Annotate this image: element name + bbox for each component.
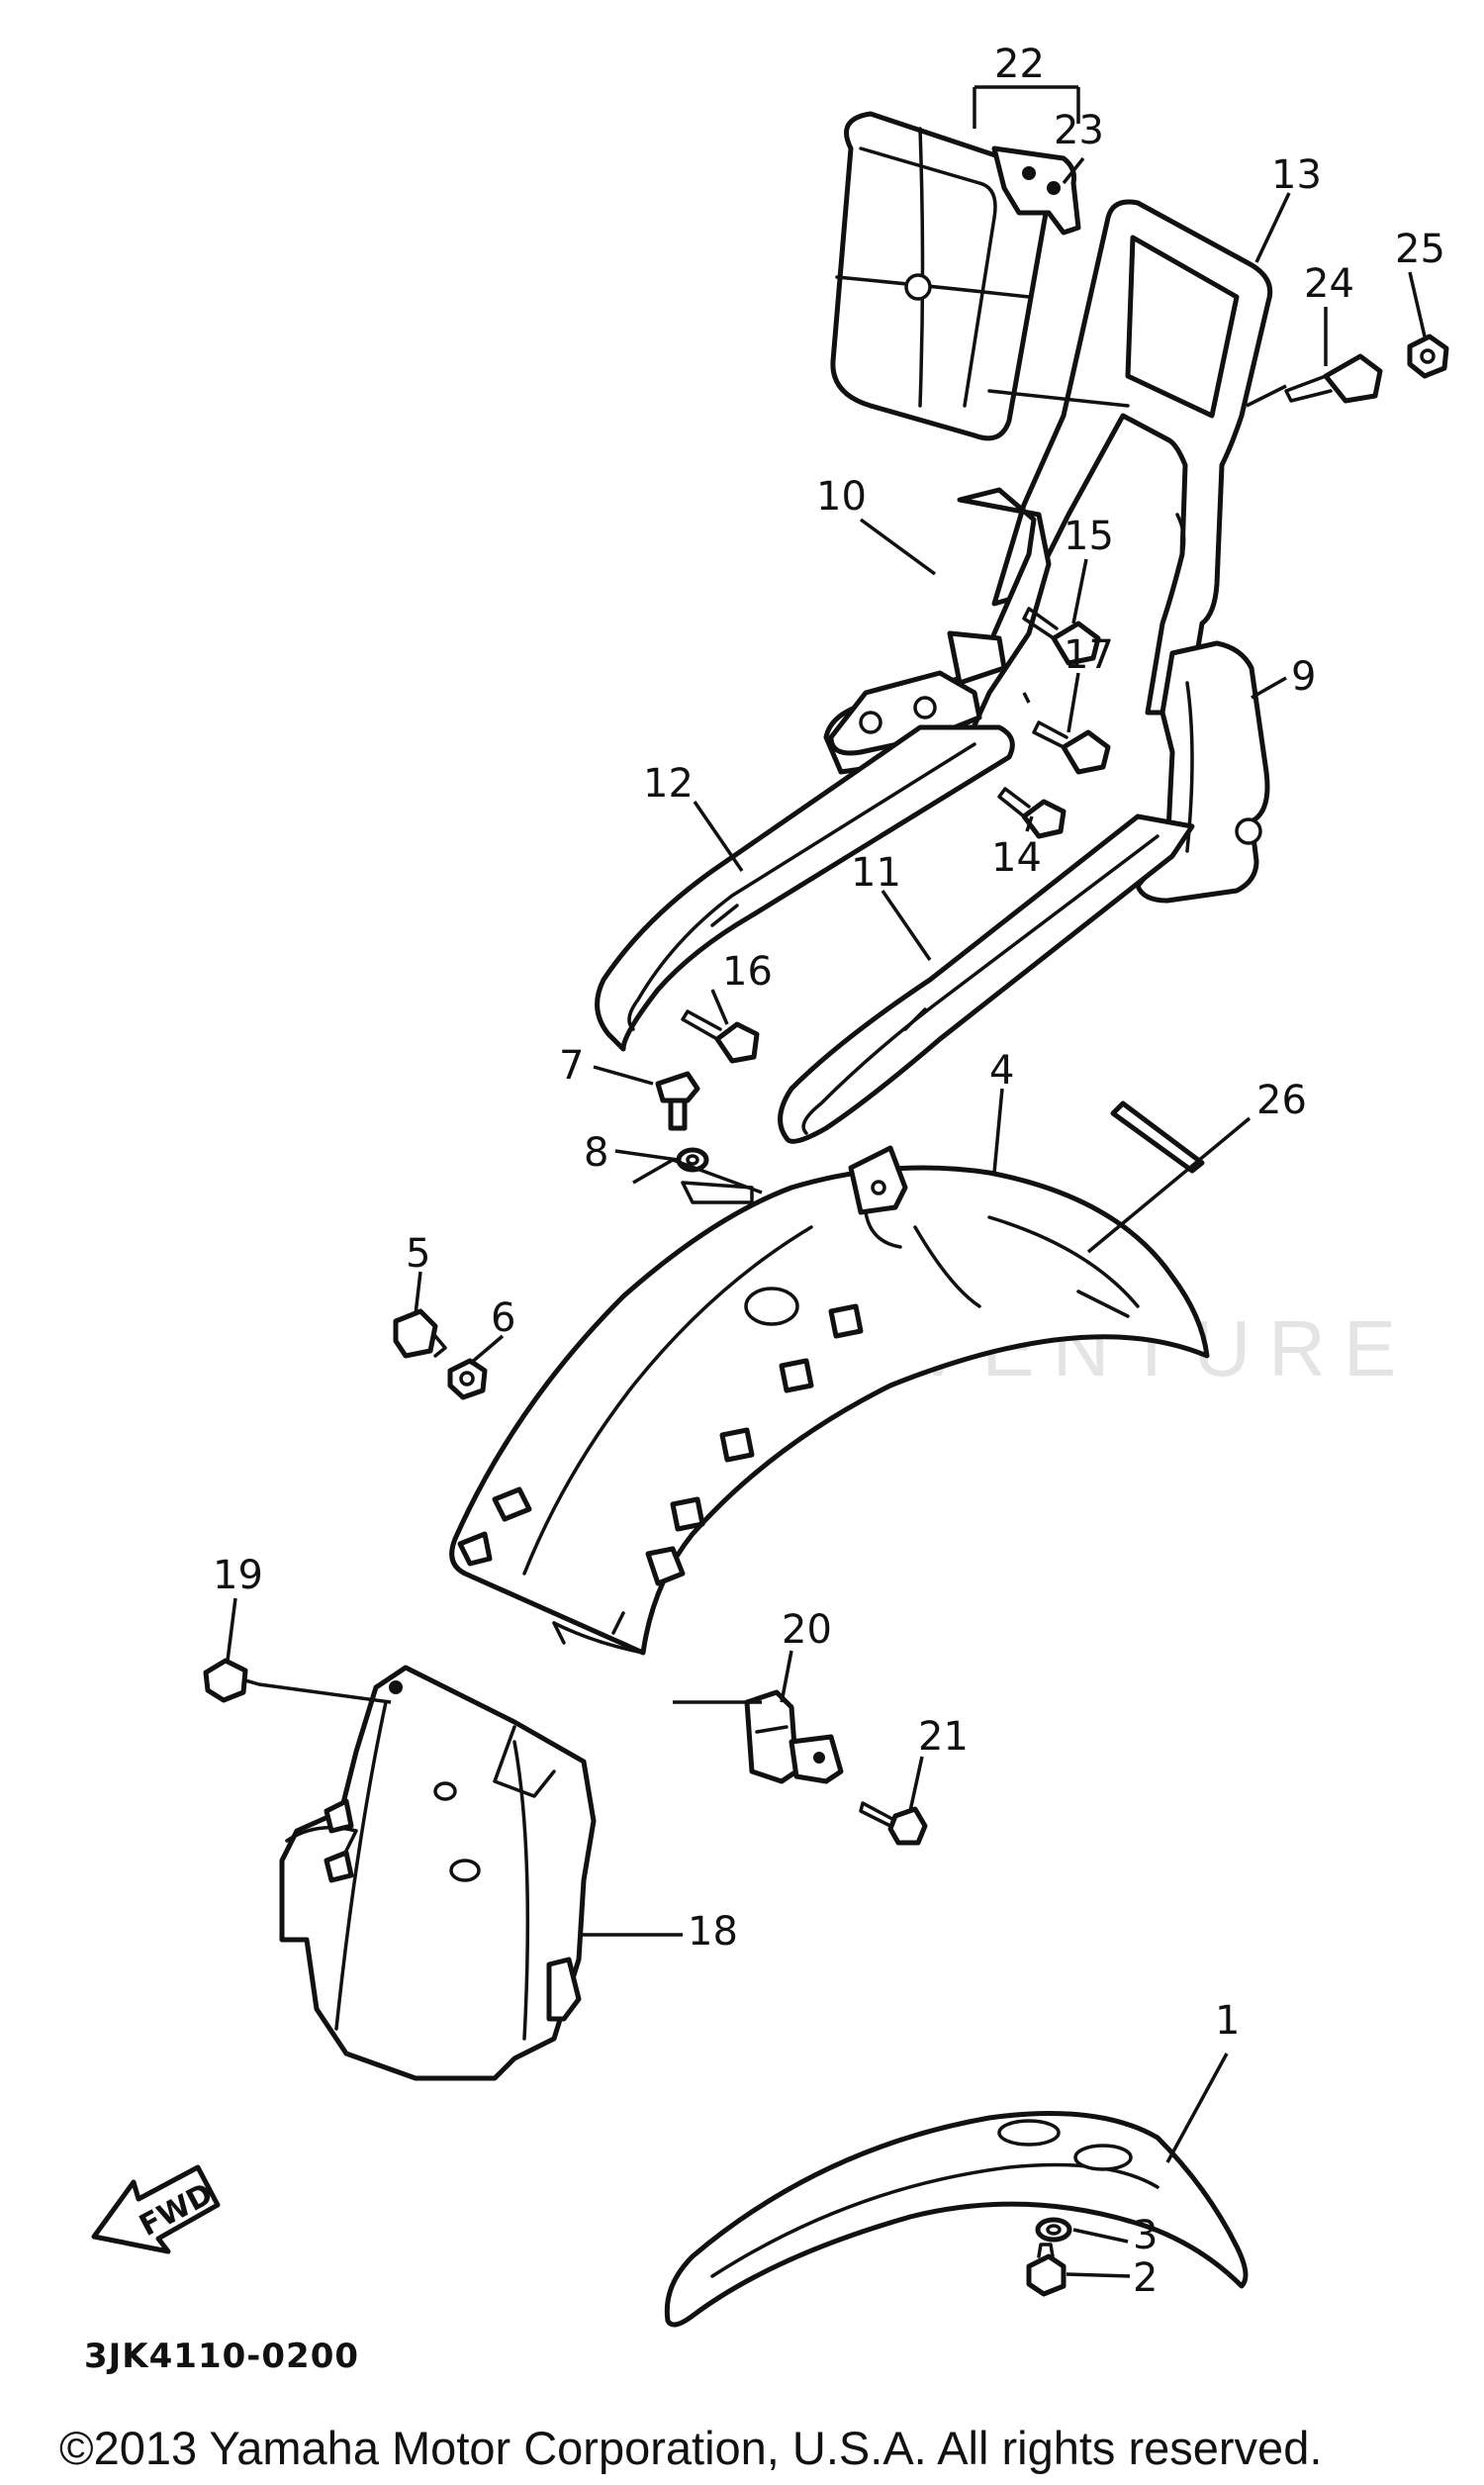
copyright-text: ©2013 Yamaha Motor Corporation, U.S.A. A…	[59, 2422, 1322, 2474]
callout-13: 13	[1271, 152, 1322, 198]
part-26-strip[interactable]	[1110, 1100, 1205, 1174]
callout-25: 25	[1395, 227, 1445, 272]
callout-12: 12	[643, 761, 694, 807]
callout-17: 17	[1064, 632, 1114, 678]
fwd-arrow-icon: FWD	[91, 2164, 221, 2254]
callout-8: 8	[584, 1130, 608, 1176]
part-3-washer[interactable]	[1035, 2217, 1072, 2243]
part-15-bolt[interactable]	[1022, 607, 1101, 666]
callout-6: 6	[491, 1295, 515, 1341]
part-17-bolt[interactable]	[1032, 720, 1111, 775]
part-4-rear-fender[interactable]	[449, 1145, 1210, 1656]
part-24-bolt[interactable]	[1284, 353, 1383, 404]
callout-4: 4	[989, 1048, 1014, 1094]
part-13-backrest-frame[interactable]	[991, 199, 1273, 716]
part-21-screw[interactable]	[859, 1801, 928, 1846]
part-5-bolt[interactable]	[393, 1308, 447, 1359]
callout-3: 3	[1133, 2213, 1158, 2258]
part-6-nut[interactable]	[447, 1358, 488, 1400]
callout-9: 9	[1291, 654, 1316, 700]
part-10-bracket[interactable]	[823, 487, 1052, 775]
callout-5: 5	[406, 1231, 430, 1277]
callout-21: 21	[918, 1714, 969, 1760]
callout-11: 11	[851, 850, 901, 896]
part-22-backrest-pad[interactable]	[830, 111, 1050, 441]
part-18-mudflap[interactable]	[279, 1665, 597, 2081]
diagram-code: 3JK4110-0200	[84, 2337, 359, 2376]
part-14-bolt[interactable]	[997, 787, 1067, 839]
callout-19: 19	[213, 1553, 263, 1598]
part-12-left-rail[interactable]	[595, 724, 1015, 1052]
part-1-front-fender[interactable]	[664, 2111, 1249, 2328]
part-7-bolt[interactable]	[655, 1071, 700, 1131]
callout-labels: 1 2 3 4 5 6 7 8 9 10 11 12 13 14 15 16 1…	[213, 42, 1445, 2301]
leader-lines	[226, 85, 1427, 2278]
callout-22: 22	[994, 42, 1045, 87]
part-25-nut[interactable]	[1407, 334, 1449, 379]
callout-2: 2	[1133, 2255, 1158, 2301]
part-11-right-rail[interactable]	[778, 813, 1195, 1144]
callout-15: 15	[1064, 514, 1114, 559]
callout-16: 16	[722, 949, 773, 995]
part-23-backrest-plate[interactable]	[991, 145, 1081, 236]
callout-7: 7	[559, 1043, 584, 1089]
part-2-bolt[interactable]	[1026, 2243, 1067, 2297]
part-16-bolt[interactable]	[681, 1009, 760, 1064]
callout-10: 10	[816, 474, 867, 520]
callout-20: 20	[782, 1607, 832, 1653]
callout-23: 23	[1054, 108, 1104, 153]
callout-1: 1	[1215, 1998, 1240, 2044]
part-20-reflector-bracket[interactable]	[744, 1689, 844, 1784]
callout-18: 18	[688, 1909, 738, 1955]
callout-14: 14	[991, 835, 1042, 881]
callout-24: 24	[1304, 261, 1354, 307]
callout-26: 26	[1256, 1078, 1307, 1123]
part-19-bolt[interactable]	[203, 1658, 261, 1703]
